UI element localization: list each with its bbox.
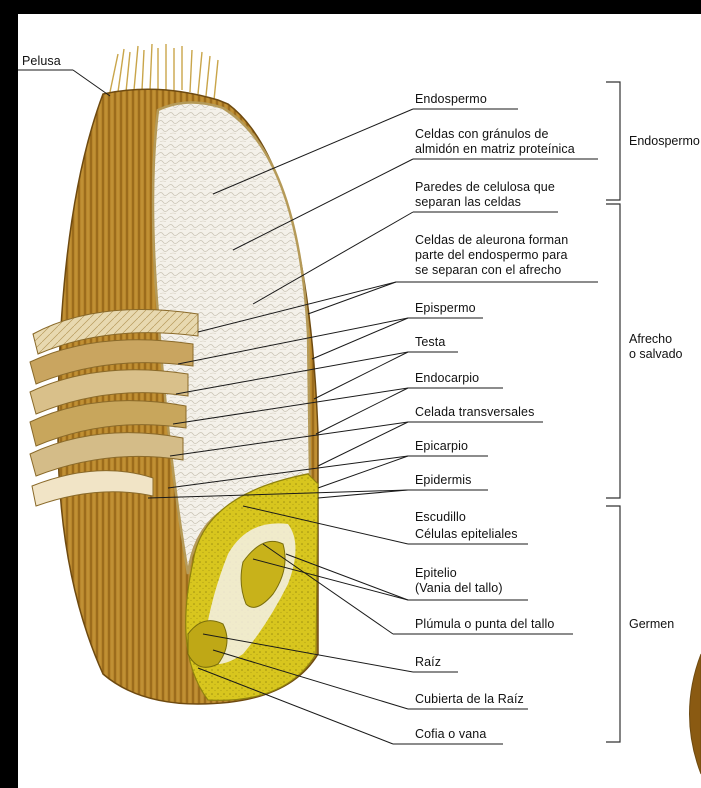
label-endocarpio: Endocarpio [415, 371, 479, 386]
label-paredes-line1: Paredes de celulosa que [415, 180, 555, 195]
group-brackets [606, 82, 620, 742]
label-epitelio-line2: (Vania del tallo) [415, 581, 503, 596]
label-raiz: Raíz [415, 655, 441, 670]
group-label-afrecho-line1: Afrecho [629, 332, 683, 347]
label-endospermo: Endospermo [415, 92, 487, 107]
group-label-afrecho: Afrecho o salvado [629, 332, 683, 362]
label-aleurona-line1: Celdas de aleurona forman [415, 233, 568, 248]
wheat-kernel-illustration [18, 14, 701, 788]
label-epitelio: Epitelio (Vania del tallo) [415, 566, 503, 596]
label-celdas-granulos-line1: Celdas con gránulos de [415, 127, 575, 142]
label-aleurona: Celdas de aleurona forman parte del endo… [415, 233, 568, 278]
label-aleurona-line3: se separan con el afrecho [415, 263, 568, 278]
label-cofia: Cofia o vana [415, 727, 486, 742]
label-paredes: Paredes de celulosa que separan las celd… [415, 180, 555, 210]
label-testa: Testa [415, 335, 445, 350]
label-celada: Celada transversales [415, 405, 534, 420]
label-epicarpio: Epicarpio [415, 439, 468, 454]
label-escudillo: Escudillo [415, 510, 466, 525]
label-epitelio-line1: Epitelio [415, 566, 503, 581]
label-epidermis: Epidermis [415, 473, 471, 488]
label-paredes-line2: separan las celdas [415, 195, 555, 210]
partial-grain-edge [690, 654, 701, 774]
group-label-endospermo: Endospermo [629, 134, 700, 149]
label-celulas-epiteliales: Células epiteliales [415, 527, 518, 542]
group-label-germen: Germen [629, 617, 674, 632]
diagram-figure: Pelusa Endospermo Celdas con gránulos de… [18, 14, 701, 788]
label-plumula: Plúmula o punta del tallo [415, 617, 554, 632]
label-celdas-granulos-line2: almidón en matriz proteínica [415, 142, 575, 157]
group-label-afrecho-line2: o salvado [629, 347, 683, 362]
label-epispermo: Epispermo [415, 301, 476, 316]
label-pelusa: Pelusa [22, 54, 61, 69]
label-celdas-granulos: Celdas con gránulos de almidón en matriz… [415, 127, 575, 157]
label-cubierta: Cubierta de la Raíz [415, 692, 524, 707]
label-aleurona-line2: parte del endospermo para [415, 248, 568, 263]
